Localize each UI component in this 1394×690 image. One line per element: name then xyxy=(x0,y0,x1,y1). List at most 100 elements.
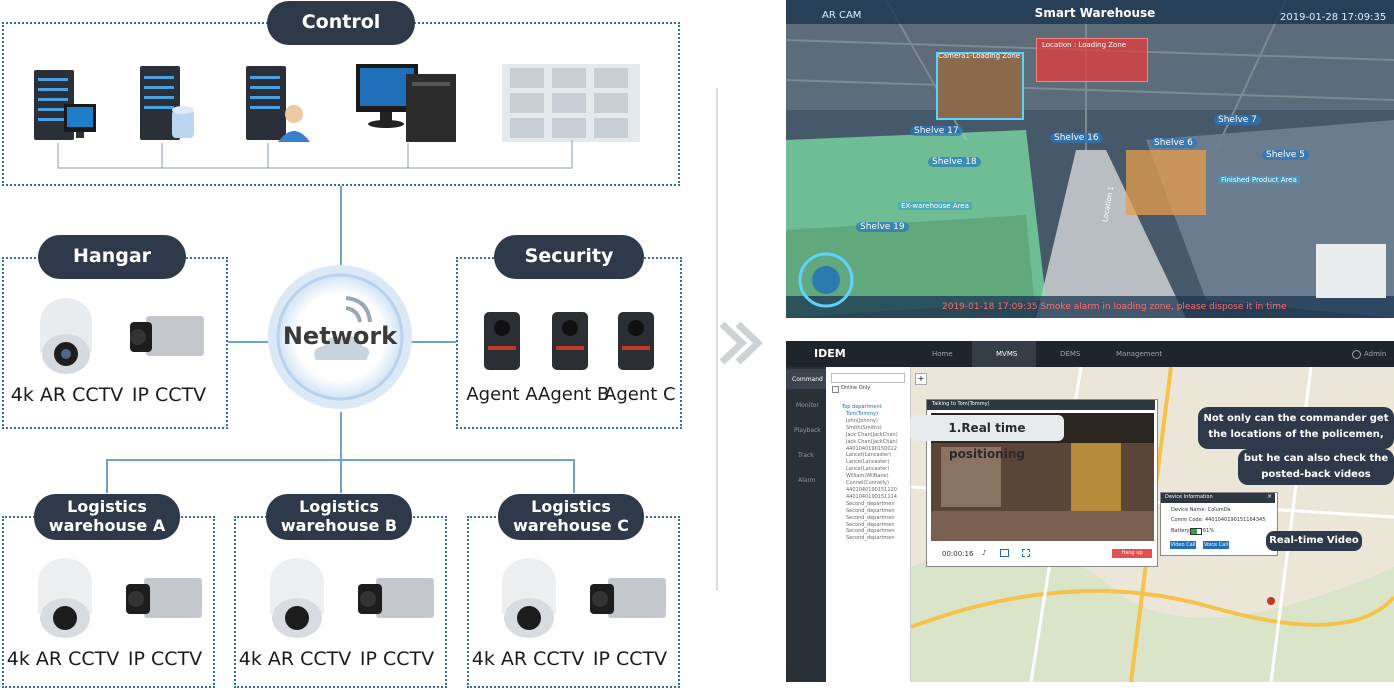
separator-line xyxy=(716,88,718,590)
zone-label: EX-warehouse Area xyxy=(898,202,972,210)
hangar-cam1-label: 4k AR CCTV xyxy=(10,384,124,406)
app-logo: IDEM xyxy=(814,347,846,360)
body-camera-icon xyxy=(552,312,588,370)
callout-videos: but he can also check the posted-back vi… xyxy=(1238,449,1394,485)
shelf-label: Shelve 16 xyxy=(1050,133,1103,143)
warehouse-b-cam2-label: IP CCTV xyxy=(359,648,435,670)
warehouse-c-title: Logistics warehouse C xyxy=(498,494,644,540)
tree-item[interactable]: Second_departmen xyxy=(846,535,895,542)
agent-b-label: Agent B xyxy=(538,384,610,405)
box-camera-icon xyxy=(358,578,434,618)
map-app-panel: IDEM Home MVMS DEMS Management Admin Com… xyxy=(786,341,1394,682)
volume-icon[interactable]: ♪ xyxy=(982,549,987,557)
dome-camera-icon xyxy=(40,298,92,374)
tree-item[interactable]: William(WilBane) xyxy=(846,473,889,480)
ar-datetime: 2019-01-28 17:09:35 xyxy=(1280,12,1387,23)
tree-list: Tom(Tommy) John(Johnny) Smith(Smiths) Ja… xyxy=(846,411,910,542)
video-time: 00:00:16 xyxy=(942,550,974,558)
warehouse-b-title-2: warehouse B xyxy=(280,516,398,535)
ar-inset-label: Camera1-Loading Zone xyxy=(938,52,1021,60)
side-menu-monitor[interactable]: Monitor xyxy=(796,402,819,409)
shelf-label: Shelve 17 xyxy=(910,126,963,136)
agent-a-label: Agent A xyxy=(466,384,538,405)
nav-mvms[interactable]: MVMS xyxy=(996,350,1018,358)
dome-camera-icon xyxy=(502,558,556,638)
online-only-label: Online Only xyxy=(841,385,871,391)
agent-c-label: Agent C xyxy=(604,384,676,405)
warehouse-b-title: Logistics warehouse B xyxy=(266,494,412,540)
tree-item[interactable]: Lancet(Lancaster) xyxy=(846,452,892,459)
side-menu-track[interactable]: Track xyxy=(798,452,814,459)
battery-percent: 61% xyxy=(1203,528,1215,534)
dome-camera-icon xyxy=(38,558,92,638)
network-label: Network xyxy=(282,322,398,350)
nav-dems[interactable]: DEMS xyxy=(1060,350,1081,358)
ar-bottom-alert: 2019-01-18 17:09:35 Smoke alarm in loadi… xyxy=(942,302,1287,312)
tree-item[interactable]: Connel(Connelly) xyxy=(846,480,889,487)
device-info-close-icon[interactable]: × xyxy=(1267,493,1273,500)
warehouse-b-title-1: Logistics xyxy=(299,497,379,516)
ar-camera-inset xyxy=(936,52,1024,120)
zone-label: Finished Product Area xyxy=(1218,176,1300,184)
side-menu-alarm[interactable]: Alarm xyxy=(798,477,816,484)
tree-item[interactable]: Lance(Lancaster) xyxy=(846,459,890,466)
video-window-header xyxy=(927,400,1155,410)
body-camera-icon xyxy=(618,312,654,370)
ar-cam-label: AR CAM xyxy=(822,10,862,21)
tree-item[interactable]: Jack Chan(JackChan) xyxy=(846,438,898,445)
tree-item[interactable]: 4401040190151114 xyxy=(846,493,897,500)
fullscreen-icon[interactable] xyxy=(1022,549,1030,557)
voice-call-button[interactable]: Voice Call xyxy=(1203,541,1229,549)
video-window-title: Talking to Tom(Tommy) xyxy=(932,401,990,407)
tree-root[interactable]: Top department xyxy=(842,404,882,410)
chevron-right-icon xyxy=(719,321,764,365)
tree-item[interactable]: 4401040190151120 xyxy=(846,486,897,493)
ar-alert-title: Location : Loading Zone xyxy=(1042,41,1127,49)
nav-home[interactable]: Home xyxy=(932,350,953,358)
warehouse-b-cam1-label: 4k AR CCTV xyxy=(238,648,352,670)
video-call-button[interactable]: Video Call xyxy=(1170,541,1196,549)
shelf-label: Shelve 5 xyxy=(1262,150,1309,160)
dome-camera-icon xyxy=(270,558,324,638)
box-camera-icon xyxy=(130,316,204,356)
tree-item[interactable]: Smith(Smiths) xyxy=(846,424,882,431)
tree-search-input[interactable] xyxy=(831,373,905,383)
ar-view-panel: AR CAM Smart Warehouse 2019-01-28 17:09:… xyxy=(786,0,1394,318)
tree-item[interactable]: Second_departmen xyxy=(846,500,895,507)
nav-mvms-active xyxy=(972,341,1036,367)
warehouse-a-title-1: Logistics xyxy=(67,497,147,516)
security-guard-title: Security guard xyxy=(494,235,644,309)
side-menu-command[interactable]: Command xyxy=(792,376,823,383)
box-camera-icon xyxy=(590,578,666,618)
zoom-in-button[interactable]: + xyxy=(915,373,927,385)
side-menu xyxy=(786,367,826,682)
callout-positioning: 1.Real time positioning xyxy=(910,415,1064,461)
device-name: Device Name: ColumDe xyxy=(1171,507,1231,513)
battery-icon xyxy=(1190,528,1202,535)
server-user-icon xyxy=(246,66,310,142)
tree-item[interactable]: Tom(Tommy) xyxy=(846,411,878,417)
tree-item[interactable]: Second_departmen xyxy=(846,521,895,528)
tree-item[interactable]: 4401040190150012 xyxy=(846,445,897,452)
body-camera-icon xyxy=(484,312,520,370)
device-tree-panel xyxy=(826,367,911,682)
tree-item[interactable]: Second_departmen xyxy=(846,514,895,521)
user-name: Admin xyxy=(1364,350,1387,358)
callout-commander: Not only can the commander get the locat… xyxy=(1198,407,1394,449)
box-camera-icon xyxy=(126,578,202,618)
tree-item[interactable]: Second_departmen xyxy=(846,507,895,514)
shelf-label: Shelve 6 xyxy=(1150,138,1197,148)
tree-item[interactable]: Lance(Lancaster) xyxy=(846,466,890,473)
tree-item[interactable]: John(Johnny) xyxy=(846,417,878,424)
tree-item[interactable]: Second_departmen xyxy=(846,528,895,535)
user-icon[interactable] xyxy=(1352,350,1361,359)
side-menu-playback[interactable]: Playback xyxy=(794,427,821,434)
device-info-title: Device Information xyxy=(1165,494,1213,500)
hangup-button[interactable]: Hang up xyxy=(1112,549,1152,558)
online-only-checkbox[interactable] xyxy=(832,386,839,393)
server-monitor-icon xyxy=(34,70,96,140)
snapshot-icon[interactable] xyxy=(1000,549,1009,557)
device-info-header xyxy=(1161,493,1275,503)
nav-management[interactable]: Management xyxy=(1116,350,1163,358)
tree-item[interactable]: Jack Chan(JackChan) xyxy=(846,431,898,438)
